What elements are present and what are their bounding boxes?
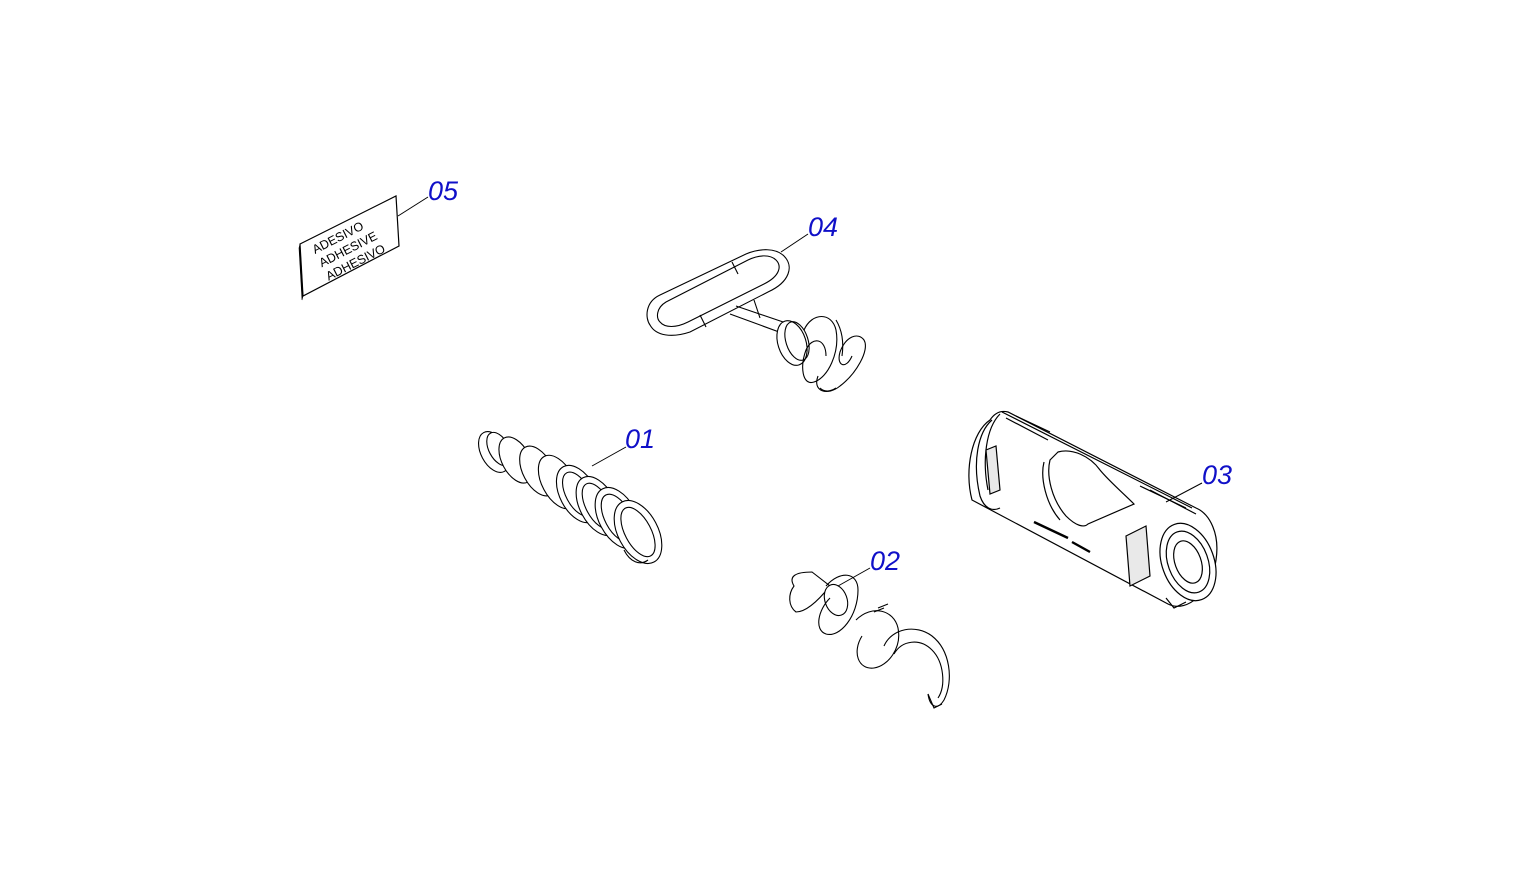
leader-04 <box>780 233 809 253</box>
callout-label-01: 01 <box>625 424 655 454</box>
leader-01 <box>591 446 627 467</box>
sticker-thickness <box>299 244 303 300</box>
callouts: 05 04 01 03 02 <box>397 176 1232 587</box>
callout-label-05: 05 <box>428 176 459 206</box>
leader-02 <box>837 567 871 587</box>
leader-03 <box>1165 482 1203 503</box>
callout-label-03: 03 <box>1202 460 1232 490</box>
part-05-adhesive-sticker: ADESIVO ADHESIVE ADHESIVO <box>299 196 399 300</box>
housing-slot-left <box>986 446 1000 494</box>
small-spring-coil-2 <box>817 336 866 391</box>
housing-engraving <box>1034 522 1090 552</box>
spring-coil-2 <box>856 611 899 668</box>
housing-slot-right <box>1126 526 1150 586</box>
housing-window <box>1049 451 1134 526</box>
housing-rear-rim <box>976 420 1000 510</box>
part-02-open-end-spring <box>790 572 950 708</box>
part-03-cylindrical-housing <box>969 411 1226 608</box>
handle-loop-inner <box>658 256 780 327</box>
housing-bore <box>1168 537 1207 587</box>
spring-coil-1 <box>819 575 858 634</box>
pin-washer <box>772 317 813 369</box>
spring-coil-3 <box>884 629 949 706</box>
small-spring-coil-1 <box>803 317 837 383</box>
callout-label-04: 04 <box>808 212 838 242</box>
callout-label-02: 02 <box>870 546 900 576</box>
leader-05 <box>397 196 429 217</box>
part-01-large-coil-spring <box>472 426 671 571</box>
handle-loop-outer <box>647 250 789 336</box>
spring-stem <box>790 572 830 612</box>
part-04-handle-spring-pin <box>647 250 865 392</box>
